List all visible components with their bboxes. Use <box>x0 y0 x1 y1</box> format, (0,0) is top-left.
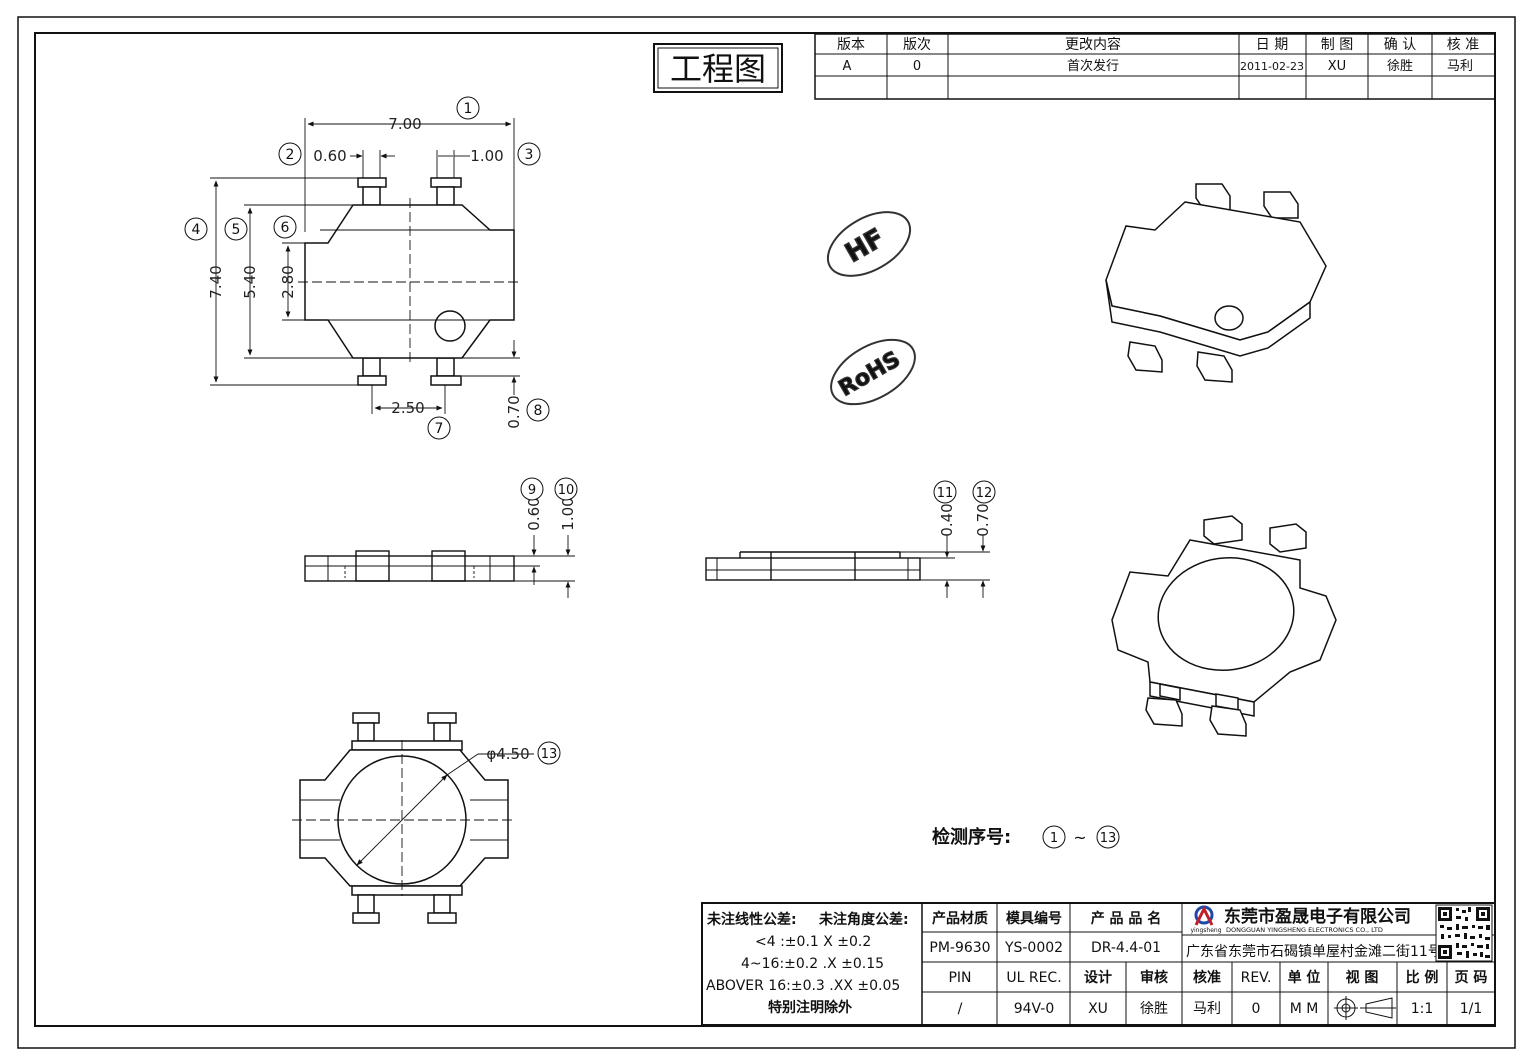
tb-h-review: 审核 <box>1140 969 1168 986</box>
inspection-label: 检测序号: <box>932 826 1011 848</box>
tolerance-note: 特别注明除外 <box>768 999 852 1016</box>
tb-scale: 1:1 <box>1411 1001 1434 1017</box>
tb-h-product: 产 品 品 名 <box>1091 910 1162 927</box>
rev-header-drawn: 制 图 <box>1321 37 1353 53</box>
drawing-title-box: 工程图 <box>653 43 783 93</box>
tb-h-scale: 比 例 <box>1406 969 1439 986</box>
dim-1-text: 7.00 <box>388 115 421 133</box>
rohs-text: RoHS <box>835 347 905 402</box>
dim-7-text: 2.50 <box>391 399 424 417</box>
qr-code-icon <box>1435 904 1493 962</box>
tb-review: 徐胜 <box>1140 1001 1168 1017</box>
rev-header-approve: 核 准 <box>1447 37 1479 53</box>
dim-5-text: 5.40 <box>241 265 259 298</box>
tb-product: DR-4.4-01 <box>1091 940 1161 956</box>
iso-view-bottom <box>1111 515 1337 737</box>
dim-11-text: 0.40 <box>938 503 956 536</box>
dim-13-text: φ4.50 <box>486 745 529 763</box>
balloon-11: 11 <box>937 486 954 501</box>
rev-header-edition: 版次 <box>903 37 931 53</box>
dim-12-text: 0.70 <box>974 503 992 536</box>
hf-text: HF <box>840 223 889 269</box>
tb-unit: M M <box>1290 1001 1319 1017</box>
tb-ul: 94V-0 <box>1014 1001 1055 1017</box>
outer-border <box>17 16 1516 1049</box>
tolerance-linear-label: 未注线性公差: <box>707 911 797 928</box>
tb-h-rev: REV. <box>1241 970 1272 986</box>
tb-approve: 马利 <box>1193 1001 1221 1017</box>
company-address: 广东省东莞市石碣镇单屋村金滩二街11号 <box>1186 943 1442 960</box>
dim-4-text: 7.40 <box>207 265 225 298</box>
balloon-13: 13 <box>541 747 558 762</box>
rev-header-version: 版本 <box>837 37 865 53</box>
tb-material: PM-9630 <box>929 940 990 956</box>
rohs-mark: RoHS <box>830 338 916 406</box>
tb-page: 1/1 <box>1460 1001 1483 1017</box>
tb-h-ul: UL REC. <box>1006 970 1061 986</box>
tb-h-view: 视 图 <box>1346 969 1379 986</box>
top-view <box>298 177 522 386</box>
tb-rev: 0 <box>1252 1001 1261 1017</box>
dim-3-text: 1.00 <box>470 147 503 165</box>
inspection-sep: ~ <box>1073 828 1086 847</box>
inspection-note: 检测序号: 1 ~ 13 <box>932 825 1120 849</box>
tolerance-line-3: ABOVER 16:±0.3 .XX ±0.05 <box>706 978 900 994</box>
tb-h-design: 设计 <box>1084 969 1112 986</box>
tolerance-line-1: <4 :±0.1 X ±0.2 <box>755 934 871 950</box>
tb-design: XU <box>1088 1001 1108 1017</box>
balloon-9: 9 <box>528 483 536 498</box>
balloon-5: 5 <box>232 222 241 238</box>
rev-cell-change: 首次发行 <box>1067 58 1119 74</box>
rev-header-change: 更改内容 <box>1065 36 1121 53</box>
tb-pin: / <box>958 1001 963 1017</box>
iso-view-top <box>1105 183 1327 383</box>
rev-header-date: 日 期 <box>1256 37 1288 53</box>
balloon-7: 7 <box>435 421 444 437</box>
tolerance-angle-label: 未注角度公差: <box>819 911 909 928</box>
dim-9-text: 0.60 <box>525 497 543 530</box>
tb-h-mold: 模具编号 <box>1006 910 1062 927</box>
tb-h-unit: 单 位 <box>1288 969 1321 986</box>
hf-mark: HF <box>826 211 912 277</box>
balloon-8: 8 <box>534 403 543 419</box>
side-view-left <box>304 550 515 582</box>
dim-10-text: 1.00 <box>559 497 577 530</box>
balloon-3: 3 <box>525 147 534 163</box>
balloon-1: 1 <box>464 101 473 117</box>
company-name-en: DONGGUAN YINGSHENG ELECTRONICS CO., LTD <box>1226 926 1383 934</box>
tb-h-approve: 核准 <box>1193 969 1221 986</box>
balloon-6: 6 <box>281 220 290 236</box>
tb-h-pin: PIN <box>948 970 971 986</box>
tolerance-line-2: 4~16:±0.2 .X ±0.15 <box>741 956 884 972</box>
company-name-cn: 东莞市盈晟电子有限公司 <box>1224 906 1411 927</box>
rev-cell-confirm: 徐胜 <box>1387 59 1413 74</box>
title-block <box>701 902 1496 1026</box>
tb-h-page: 页 码 <box>1455 970 1488 986</box>
revision-table <box>814 33 1496 100</box>
tolerance-block: 未注线性公差: 未注角度公差: <4 :±0.1 X ±0.2 4~16:±0.… <box>706 911 909 1016</box>
inspection-end: 13 <box>1100 831 1117 846</box>
company-logo-text: yingsheng <box>1190 927 1221 934</box>
projection-symbol-icon <box>1334 996 1396 1020</box>
dim-8-text: 0.70 <box>505 395 523 428</box>
dim-2-text: 0.60 <box>313 147 346 165</box>
dim-6-text: 2.80 <box>279 265 297 298</box>
balloon-12: 12 <box>976 486 993 501</box>
side-view-right <box>705 551 921 581</box>
rev-cell-edition: 0 <box>913 59 921 74</box>
rev-cell-date: 2011-02-23 <box>1240 60 1304 73</box>
rev-cell-version: A <box>843 59 852 74</box>
rev-cell-approve: 马利 <box>1447 59 1473 74</box>
drawing-title: 工程图 <box>670 50 766 88</box>
balloon-4: 4 <box>192 222 201 238</box>
balloon-10: 10 <box>558 483 575 498</box>
inspection-start: 1 <box>1050 831 1058 846</box>
tb-mold: YS-0002 <box>1004 940 1063 956</box>
company-logo-icon: yingsheng <box>1190 905 1222 934</box>
tb-h-material: 产品材质 <box>932 910 988 927</box>
rev-header-confirm: 确 认 <box>1384 37 1416 53</box>
rev-cell-drawn: XU <box>1328 59 1346 74</box>
balloon-2: 2 <box>286 147 295 163</box>
